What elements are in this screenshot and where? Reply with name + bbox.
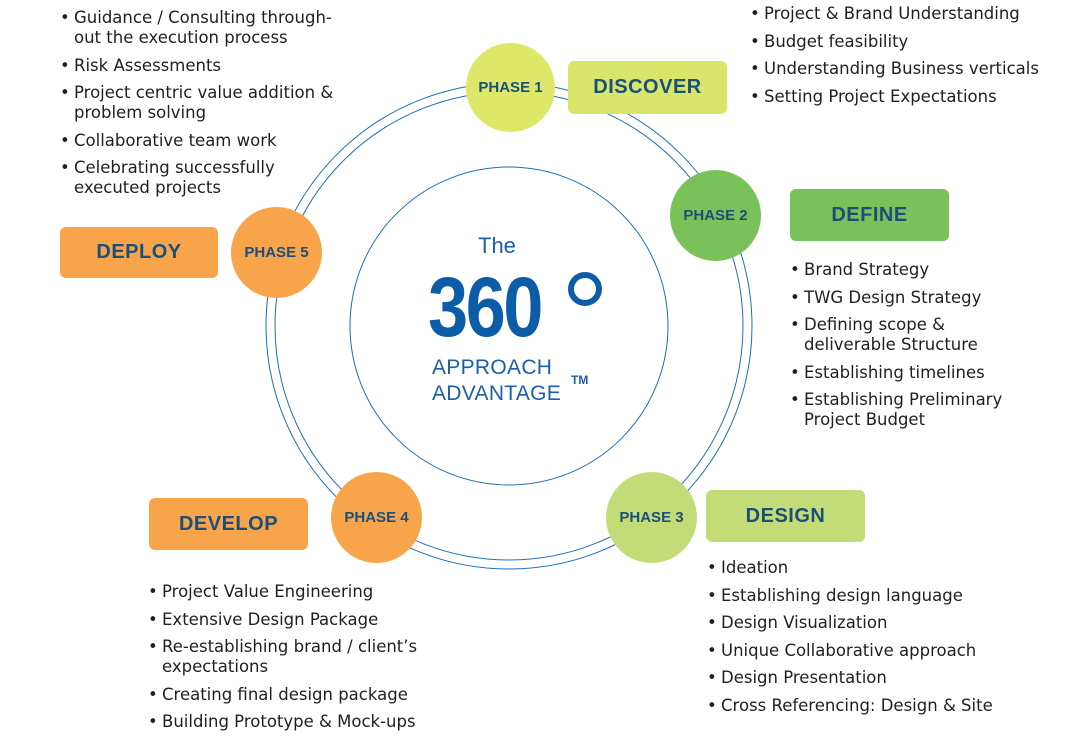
- list-item: Project Value Engineering: [148, 582, 438, 602]
- list-item: Setting Project Expectations: [750, 87, 1070, 107]
- deploy-label: DEPLOY: [60, 227, 218, 278]
- list-item: Celebrating successfully executed projec…: [60, 158, 350, 198]
- list-item: Ideation: [707, 558, 1037, 578]
- deploy-list: Guidance / Consulting through-out the ex…: [60, 8, 350, 206]
- list-item: Risk Assessments: [60, 56, 350, 76]
- trademark-mark: TM: [571, 373, 589, 387]
- list-item: Establishing Preliminary Project Budget: [790, 390, 1020, 430]
- list-item: Collaborative team work: [60, 131, 350, 151]
- phase2-label: PHASE 2: [683, 207, 748, 224]
- degree-symbol-icon: [568, 272, 602, 306]
- develop-label: DEVELOP: [149, 498, 308, 550]
- list-item: Unique Collaborative approach: [707, 641, 1037, 661]
- list-item: Establishing design language: [707, 586, 1037, 606]
- develop-text: DEVELOP: [178, 512, 279, 535]
- list-item: Defining scope & deliverable Structure: [790, 315, 1020, 355]
- list-item: Design Presentation: [707, 668, 1037, 688]
- center-360-number: 360: [428, 260, 543, 354]
- deploy-text: DEPLOY: [96, 241, 182, 263]
- phase4-label: PHASE 4: [344, 509, 409, 526]
- center-approach-text: APPROACH: [432, 356, 553, 379]
- develop-list: Project Value Engineering Extensive Desi…: [148, 582, 438, 740]
- list-item: Establishing timelines: [790, 363, 1020, 383]
- discover-list: Project & Brand Understanding Budget fea…: [750, 4, 1070, 114]
- center-advantage-text: ADVANTAGE: [432, 382, 562, 405]
- center-the-text: The: [478, 233, 516, 258]
- list-item: Project & Brand Understanding: [750, 4, 1070, 24]
- phase3-circle: PHASE 3: [606, 472, 697, 563]
- discover-label: DISCOVER: [568, 61, 727, 114]
- phase4-circle: PHASE 4: [331, 472, 422, 563]
- define-list: Brand Strategy TWG Design Strategy Defin…: [790, 260, 1020, 438]
- list-item: Brand Strategy: [790, 260, 1020, 280]
- list-item: Cross Referencing: Design & Site: [707, 696, 1037, 716]
- list-item: Extensive Design Package: [148, 610, 438, 630]
- list-item: TWG Design Strategy: [790, 288, 1020, 308]
- design-text: DESIGN: [745, 504, 826, 527]
- list-item: Budget feasibility: [750, 32, 1070, 52]
- list-item: Design Visualization: [707, 613, 1037, 633]
- list-item: Creating final design package: [148, 685, 438, 705]
- list-item: Guidance / Consulting through-out the ex…: [60, 8, 350, 48]
- define-text: DEFINE: [831, 203, 908, 226]
- phase1-label: PHASE 1: [478, 79, 543, 96]
- design-label: DESIGN: [706, 490, 865, 542]
- phase3-label: PHASE 3: [619, 509, 684, 526]
- define-label: DEFINE: [790, 189, 949, 241]
- list-item: Re-establishing brand / client’s expecta…: [148, 637, 438, 677]
- phase5-label: PHASE 5: [244, 244, 309, 261]
- list-item: Understanding Business verticals: [750, 59, 1070, 79]
- list-item: Building Prototype & Mock-ups: [148, 712, 438, 732]
- phase2-circle: PHASE 2: [670, 170, 761, 261]
- phase5-circle: PHASE 5: [231, 207, 322, 298]
- discover-text: DISCOVER: [593, 76, 702, 98]
- phase1-circle: PHASE 1: [466, 43, 555, 132]
- list-item: Project centric value addition & problem…: [60, 83, 350, 123]
- design-list: Ideation Establishing design language De…: [707, 558, 1037, 723]
